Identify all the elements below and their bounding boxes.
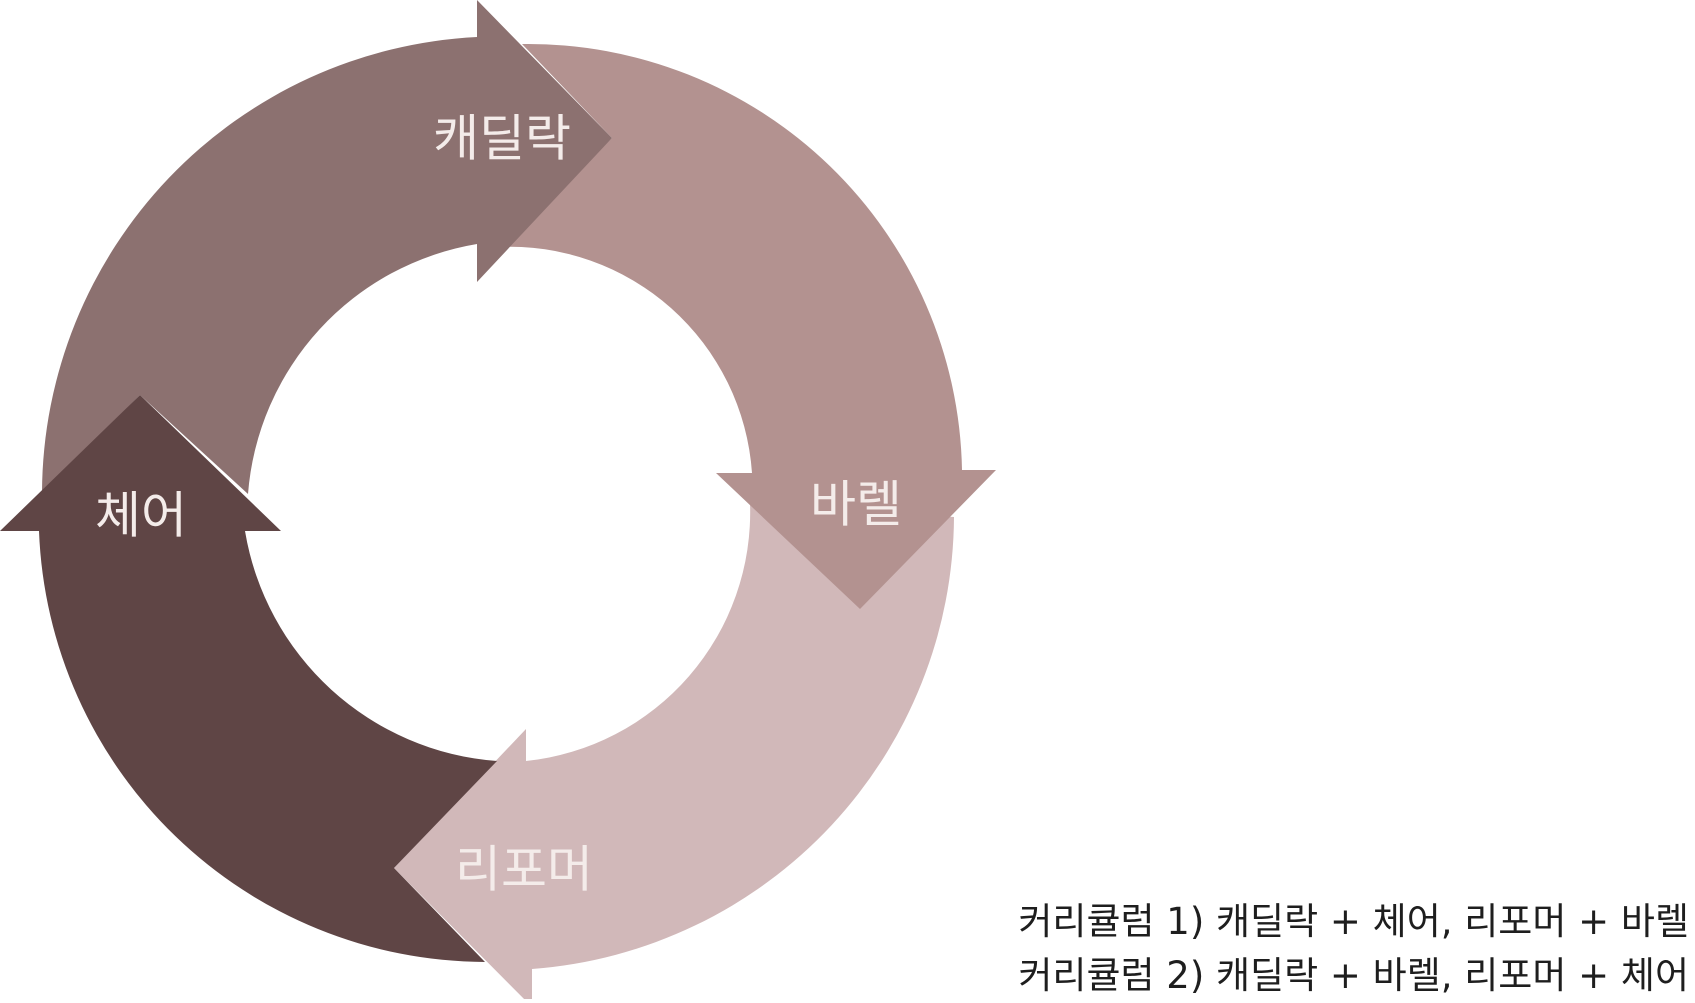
segment-arrow-reformer xyxy=(394,503,954,999)
segment-arrow-chair xyxy=(39,531,497,962)
segment-label-chair: 체어 xyxy=(95,487,187,545)
segment-label-cadillac: 캐딜락 xyxy=(433,110,571,168)
curriculum-line-1: 커리큘럼 1) 캐딜락 + 체어, 리포머 + 바렐 xyxy=(1018,900,1689,943)
segment-arrow-barrel xyxy=(498,43,996,609)
segment-label-reformer: 리포머 xyxy=(455,841,593,899)
curriculum-text: 커리큘럼 1) 캐딜락 + 체어, 리포머 + 바렐 커리큘럼 2) 캐딜락 +… xyxy=(969,895,1689,1003)
curriculum-line-2: 커리큘럼 2) 캐딜락 + 바렐, 리포머 + 체어 xyxy=(1018,954,1689,997)
segment-label-barrel: 바렐 xyxy=(810,476,902,534)
segment-arrowhead-chair xyxy=(0,395,281,531)
segment-arrow-cadillac xyxy=(42,0,612,494)
